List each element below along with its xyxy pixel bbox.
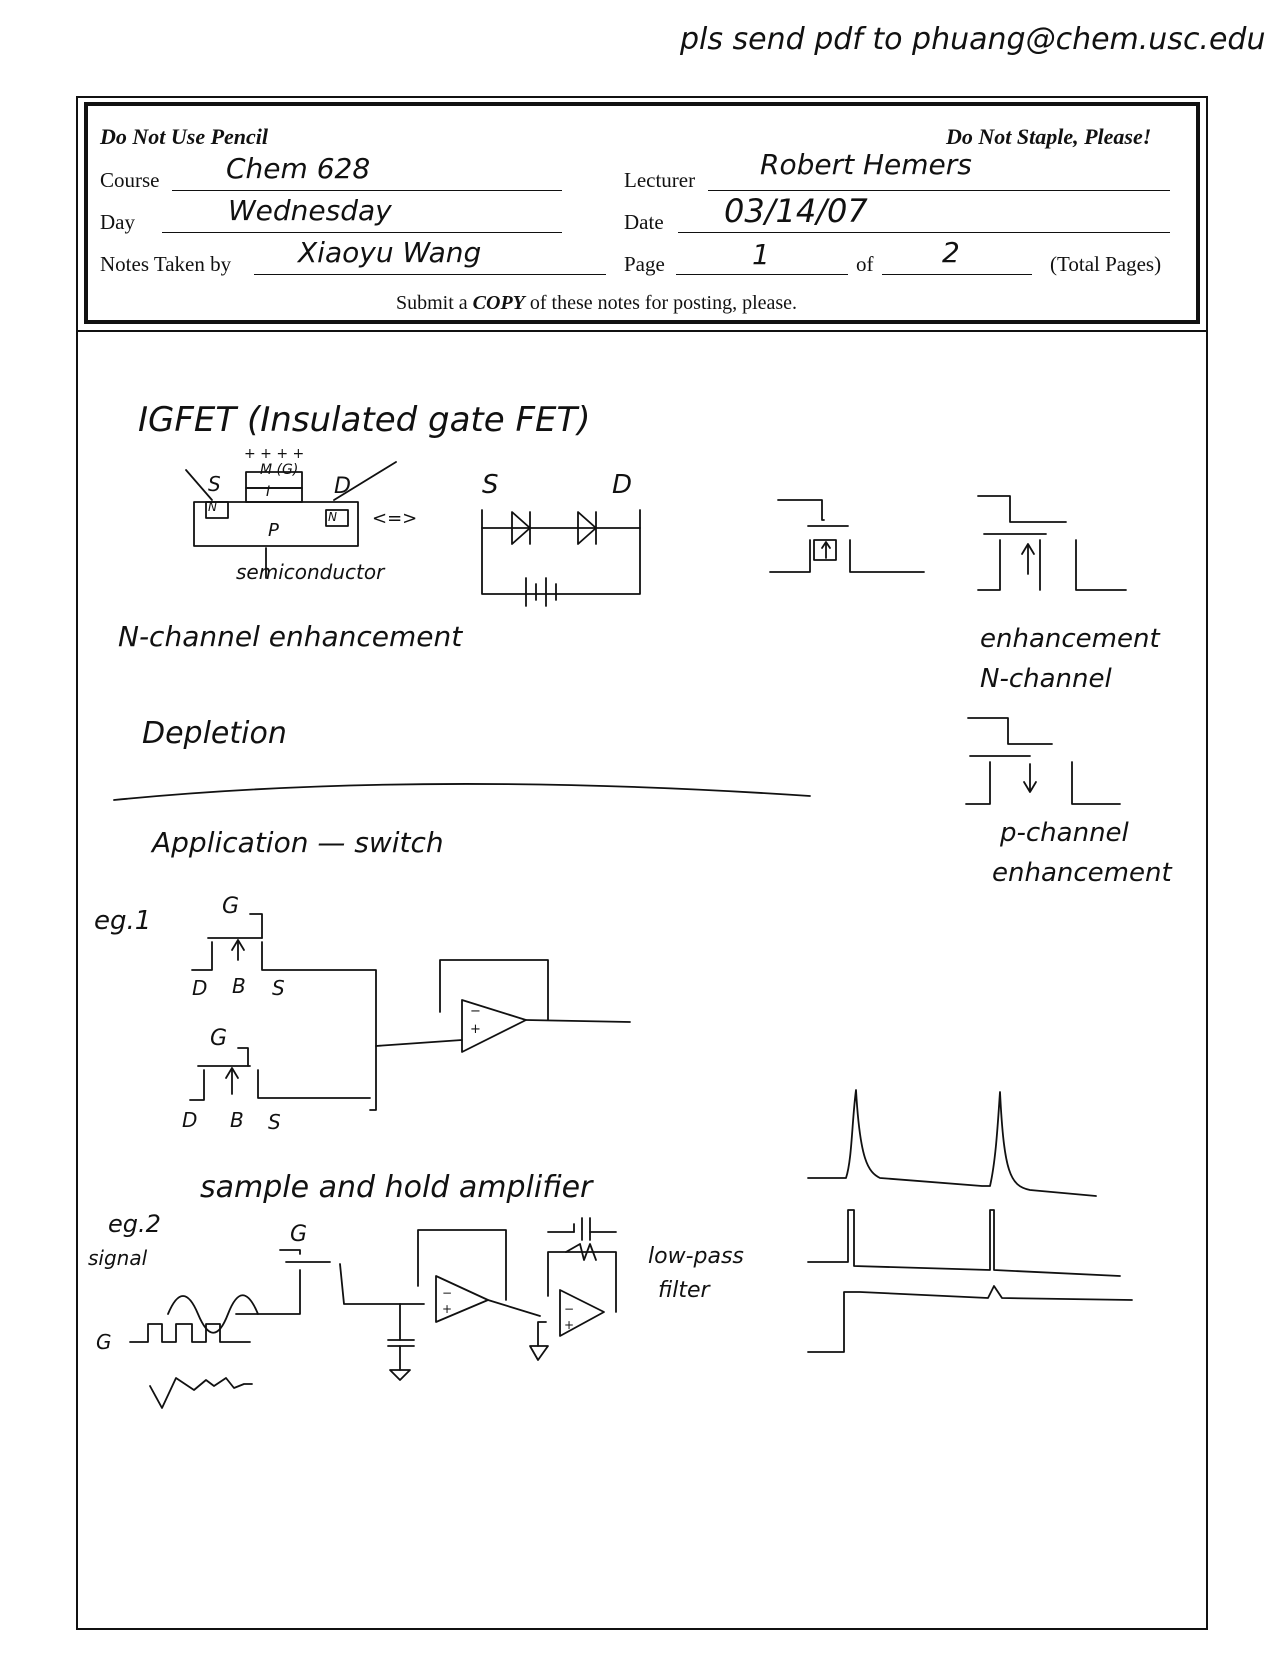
of-label: of <box>856 252 874 276</box>
switch1-drain-label: D <box>192 976 208 1000</box>
p-substrate-label: P <box>268 520 279 541</box>
mosfet-symbol-2 <box>977 495 1127 591</box>
no-staple-label: Do Not Staple, Please! <box>946 124 1152 149</box>
opamp1-minus: − <box>470 1004 481 1019</box>
mosfet-cross-section <box>185 461 397 579</box>
sh-gate-label: G <box>290 1222 308 1247</box>
semiconductor-label: semiconductor <box>236 560 385 584</box>
page-value: 1 <box>752 238 770 271</box>
enhancement-n-label-1: enhancement <box>980 624 1160 654</box>
day-value: Wednesday <box>228 194 392 227</box>
application-label: Application — switch <box>152 826 444 859</box>
date-label: Date <box>624 210 664 234</box>
date-line <box>678 232 1170 233</box>
lowpass-label-1: low-pass <box>648 1244 744 1269</box>
sample-hold-label: sample and hold amplifier <box>200 1170 593 1205</box>
diode-drain-label: D <box>612 470 633 500</box>
switch2-body-label: B <box>230 1108 244 1132</box>
switch2-gate-label: G <box>210 1026 228 1051</box>
gate-metal-label: M (G) <box>260 462 299 478</box>
n-region-left: N <box>208 500 217 514</box>
diode-equivalent <box>481 509 641 607</box>
course-value: Chem 628 <box>226 152 371 185</box>
section-divider <box>113 783 811 801</box>
diode-source-label: S <box>482 470 499 500</box>
insulator-label: I <box>266 484 271 500</box>
eg1-label: eg.1 <box>94 906 152 936</box>
lowpass-label-2: filter <box>658 1278 710 1303</box>
submit-line: Submit a COPY of these notes for posting… <box>396 292 797 315</box>
no-pencil-label: Do Not Use Pencil <box>100 124 269 149</box>
lecturer-label: Lecturer <box>624 168 696 192</box>
notes-taken-value: Xiaoyu Wang <box>298 236 482 269</box>
page-line <box>676 274 848 275</box>
igfet-title: IGFET (Insulated gate FET) <box>138 400 591 440</box>
opamp2-plus: + <box>442 1302 453 1316</box>
date-value: 03/14/07 <box>724 192 868 230</box>
notes-taken-label: Notes Taken by <box>100 252 232 276</box>
equivalent-arrow: <=> <box>372 508 418 529</box>
page-label: Page <box>624 252 665 276</box>
mosfet-symbol-3 <box>965 717 1121 805</box>
lecturer-value: Robert Hemers <box>760 148 972 181</box>
course-label: Course <box>100 168 160 192</box>
mosfet-source-label: S <box>208 472 221 496</box>
signal-label: signal <box>88 1246 148 1270</box>
switch1-gate-label: G <box>222 894 240 919</box>
top-note: pls send pdf to phuang@chem.usc.edu <box>680 22 1266 57</box>
gate-pulse-label: G <box>96 1330 112 1354</box>
form-header <box>84 102 1200 324</box>
submit-post: of these notes for posting, please. <box>529 292 798 314</box>
switch-circuit <box>189 913 631 1111</box>
switch2-drain-label: D <box>182 1108 198 1132</box>
day-line <box>162 232 562 233</box>
opamp1-plus: + <box>470 1022 481 1037</box>
output-waveforms <box>807 1089 1133 1353</box>
n-channel-label: N-channel enhancement <box>118 620 463 653</box>
switch1-source-label: S <box>272 976 285 1000</box>
total-pages-label: (Total Pages) <box>1050 252 1162 276</box>
form-header-outer <box>76 96 1208 332</box>
mosfet-symbol-1 <box>769 499 925 573</box>
p-channel-label-2: enhancement <box>992 858 1172 888</box>
switch2-source-label: S <box>268 1110 281 1134</box>
opamp3-minus: − <box>564 1302 575 1316</box>
lecturer-line <box>708 190 1170 191</box>
submit-copy: COPY <box>472 292 525 314</box>
day-label: Day <box>100 210 135 234</box>
p-channel-label-1: p-channel <box>1000 818 1129 848</box>
gate-charges: + + + + <box>244 446 305 462</box>
sample-hold-circuit <box>129 1217 617 1409</box>
enhancement-n-label-2: N-channel <box>980 664 1112 694</box>
opamp3-plus: + <box>564 1318 575 1332</box>
notes-taken-line <box>254 274 606 275</box>
submit-pre: Submit a <box>396 292 468 314</box>
eg2-label: eg.2 <box>108 1210 161 1238</box>
notes-body-frame <box>76 332 1208 1630</box>
switch1-body-label: B <box>232 974 246 998</box>
opamp2-minus: − <box>442 1286 453 1300</box>
of-line <box>882 274 1032 275</box>
depletion-label: Depletion <box>142 716 287 751</box>
course-line <box>172 190 562 191</box>
n-region-right: N <box>328 510 337 524</box>
of-value: 2 <box>942 236 960 269</box>
